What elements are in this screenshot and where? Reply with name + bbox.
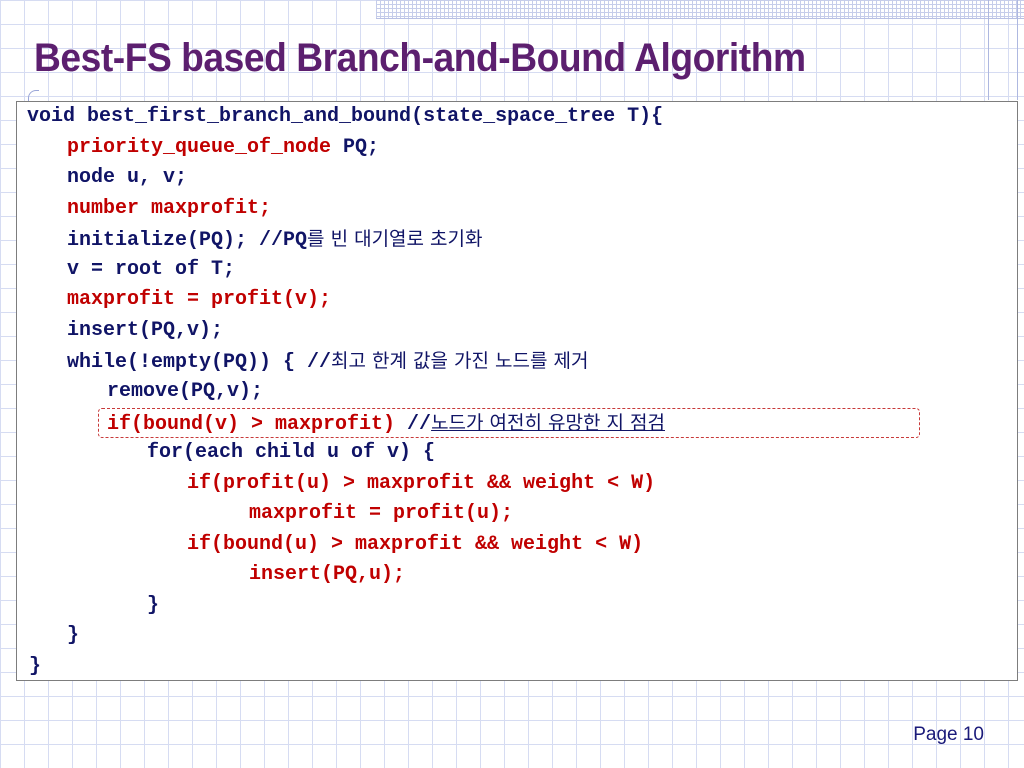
code-line: insert(PQ,u); bbox=[249, 560, 405, 590]
code-comment: 최고 한계 값을 가진 노드를 제거 bbox=[331, 350, 589, 372]
code-line: } bbox=[29, 652, 41, 682]
code-line: if(bound(u) > maxprofit && weight < W) bbox=[187, 530, 643, 560]
code-line: v = root of T; bbox=[67, 255, 235, 285]
code-text: PQ; bbox=[331, 136, 380, 159]
decorative-vertical-line bbox=[988, 0, 989, 100]
code-comment: 노드가 여전히 유망한 지 점검 bbox=[431, 412, 665, 434]
code-line: while(!empty(PQ)) { //최고 한계 값을 가진 노드를 제거 bbox=[67, 346, 589, 376]
code-line: priority_queue_of_node PQ; bbox=[67, 133, 379, 163]
bullet-corner-mark bbox=[28, 90, 39, 103]
code-line: for(each child u of v) { bbox=[147, 438, 435, 468]
slide-title: Best-FS based Branch-and-Bound Algorithm bbox=[34, 36, 806, 80]
code-line: if(profit(u) > maxprofit && weight < W) bbox=[187, 469, 655, 499]
code-text: } bbox=[147, 594, 160, 617]
code-text: void best_first_branch_and_bound(state_s… bbox=[27, 105, 664, 128]
decorative-vertical-line bbox=[1017, 0, 1018, 100]
code-line: if(bound(v) > maxprofit) //노드가 여전히 유망한 지… bbox=[107, 408, 665, 438]
code-block: void best_first_branch_and_bound(state_s… bbox=[16, 101, 1018, 681]
code-text: maxprofit = profit(v); bbox=[67, 288, 332, 311]
code-text: if(bound(u) > maxprofit && weight < W) bbox=[187, 533, 644, 556]
code-text: if(bound(v) > maxprofit) bbox=[107, 413, 396, 436]
code-text: node u, v; bbox=[67, 166, 188, 189]
code-line: } bbox=[147, 591, 159, 621]
code-line: number maxprofit; bbox=[67, 194, 271, 224]
code-text: } bbox=[29, 655, 42, 678]
code-text: for(each child u of v) { bbox=[147, 441, 436, 464]
code-text: priority_queue_of_node bbox=[67, 136, 332, 159]
code-text: v = root of T; bbox=[67, 258, 236, 281]
code-line: } bbox=[67, 621, 79, 651]
code-text: number maxprofit; bbox=[67, 197, 272, 220]
code-text: } bbox=[67, 624, 80, 647]
code-text: insert(PQ,v); bbox=[67, 319, 224, 342]
code-line: void best_first_branch_and_bound(state_s… bbox=[27, 102, 663, 132]
code-text: // bbox=[395, 413, 432, 436]
code-text: remove(PQ,v); bbox=[107, 380, 264, 403]
header-band-rule bbox=[376, 18, 1024, 19]
page-number: Page 10 bbox=[913, 724, 984, 745]
code-line: maxprofit = profit(v); bbox=[67, 285, 331, 315]
code-text: initialize(PQ); //PQ bbox=[67, 229, 308, 252]
code-line: insert(PQ,v); bbox=[67, 316, 223, 346]
header-pattern-band bbox=[376, 0, 1024, 18]
code-text: insert(PQ,u); bbox=[249, 563, 406, 586]
code-text: maxprofit = profit(u); bbox=[249, 502, 514, 525]
code-line: initialize(PQ); //PQ를 빈 대기열로 초기화 bbox=[67, 224, 483, 254]
code-comment: 를 빈 대기열로 초기화 bbox=[307, 228, 483, 250]
code-text: if(profit(u) > maxprofit && weight < W) bbox=[187, 472, 656, 495]
code-line: node u, v; bbox=[67, 163, 187, 193]
highlight-dashed-box bbox=[98, 408, 920, 438]
code-line: maxprofit = profit(u); bbox=[249, 499, 513, 529]
code-text: while(!empty(PQ)) { // bbox=[67, 351, 332, 374]
code-line: remove(PQ,v); bbox=[107, 377, 263, 407]
